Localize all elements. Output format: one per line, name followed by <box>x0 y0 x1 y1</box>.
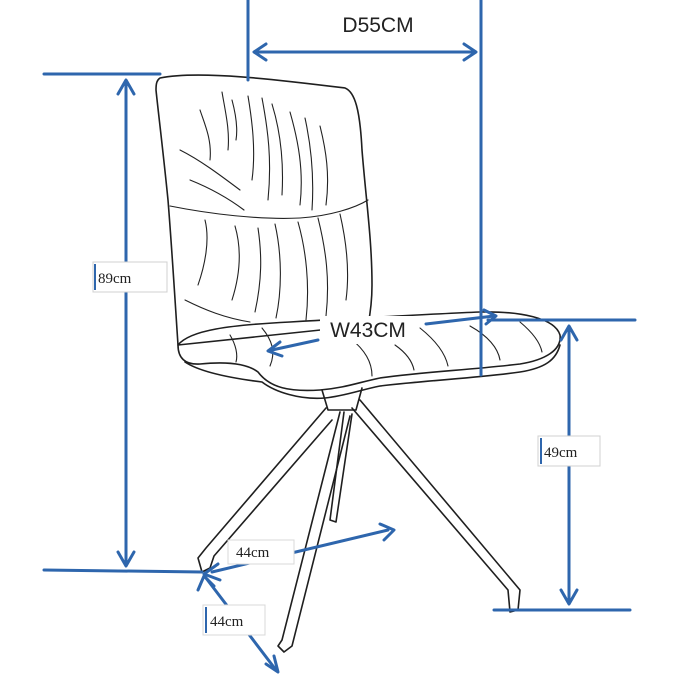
chair-drawing <box>155 74 561 653</box>
width-label: W43CM <box>330 319 406 342</box>
backrest-wrinkles <box>179 91 349 323</box>
dimension-lines <box>42 0 637 674</box>
backrest-seam <box>169 199 369 219</box>
base-width-label-box <box>227 539 295 565</box>
height-bottom-guide <box>42 568 204 574</box>
base-depth-label: 44cm <box>210 614 244 630</box>
backrest-outline <box>155 74 373 346</box>
base-width-arrow <box>202 522 396 582</box>
width-arrows <box>266 308 498 358</box>
seat-rim <box>184 344 561 400</box>
base-width-label: 44cm <box>236 545 270 561</box>
depth-arrow <box>252 42 478 62</box>
seat-height-label: 49cm <box>544 445 578 461</box>
height-arrow <box>116 78 136 568</box>
dimension-labels: D55CM W43CM 89cm 49cm 44cm 44cm <box>92 14 601 636</box>
base-depth-label-box <box>202 604 266 636</box>
swivel-hub <box>321 387 363 411</box>
height-label: 89cm <box>98 271 132 287</box>
width-label-backdrop <box>320 316 418 344</box>
height-label-box <box>92 261 168 293</box>
depth-label: D55CM <box>342 14 413 37</box>
seat-height-label-box <box>537 435 601 467</box>
